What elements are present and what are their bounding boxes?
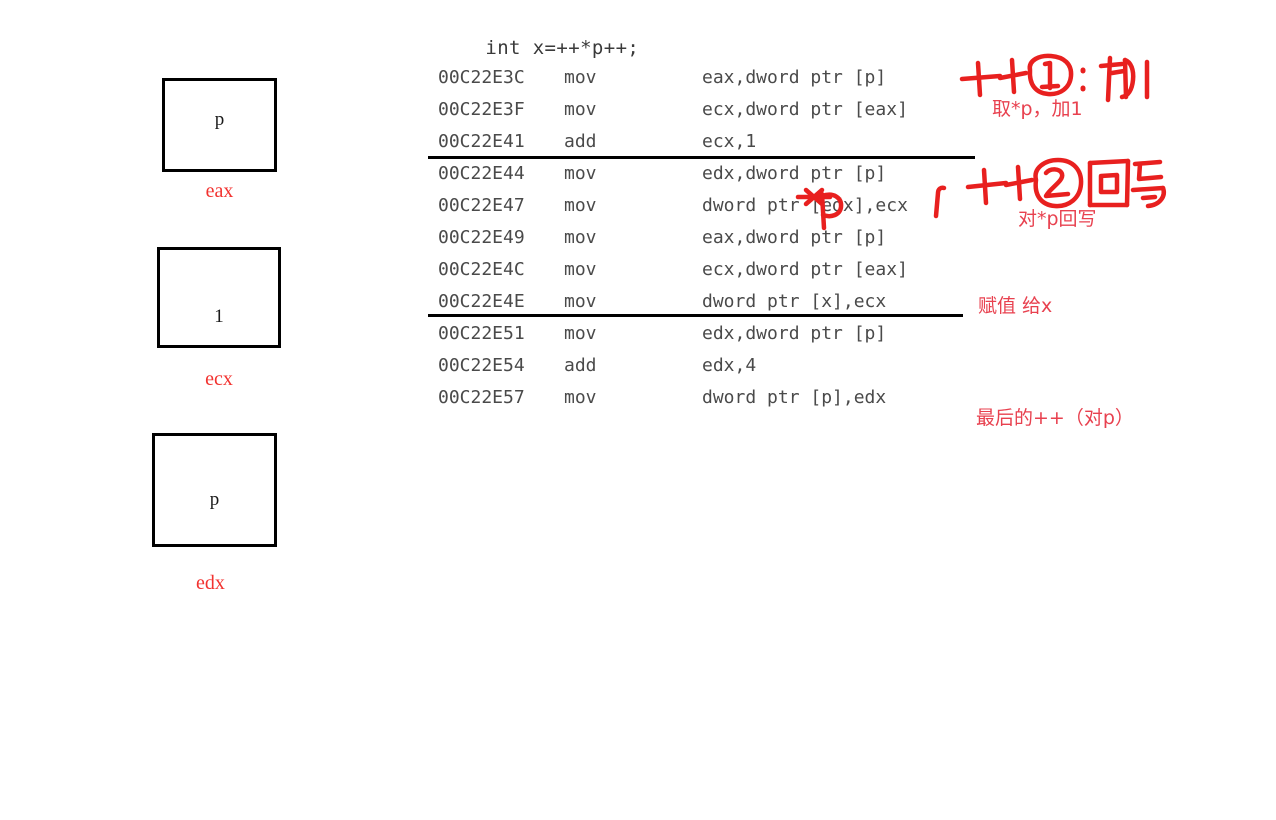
- instruction-operands: edx,4: [702, 355, 757, 376]
- instruction-mnemonic: mov: [564, 163, 597, 184]
- ink-circled-two-2: [1033, 157, 1084, 209]
- register-value-ecx: 1: [214, 306, 224, 327]
- assembly-row: 00C22E4C mov ecx,dword ptr [eax]: [438, 254, 978, 286]
- ink-xie-2: [1130, 159, 1166, 209]
- instruction-mnemonic: add: [564, 355, 597, 376]
- instruction-address: 00C22E41: [438, 131, 525, 152]
- instruction-mnemonic: mov: [564, 323, 597, 344]
- instruction-operands: dword ptr [x],ecx: [702, 291, 887, 312]
- instruction-operands: eax,dword ptr [p]: [702, 67, 887, 88]
- instruction-operands: eax,dword ptr [p]: [702, 227, 887, 248]
- instruction-address: 00C22E3F: [438, 99, 525, 120]
- source-code-line: int x=++*p++;: [438, 37, 640, 59]
- register-value-edx: p: [209, 489, 220, 510]
- instruction-address: 00C22E51: [438, 323, 525, 344]
- instruction-operands: dword ptr [p],edx: [702, 387, 887, 408]
- instruction-address: 00C22E54: [438, 355, 525, 376]
- instruction-operands: edx,dword ptr [p]: [702, 163, 887, 184]
- group-separator-1: [428, 156, 975, 159]
- instruction-mnemonic: mov: [564, 291, 597, 312]
- instruction-operands: edx,dword ptr [p]: [702, 323, 887, 344]
- instruction-mnemonic: mov: [564, 227, 597, 248]
- instruction-mnemonic: mov: [564, 67, 597, 88]
- instruction-operands: ecx,dword ptr [eax]: [702, 259, 908, 280]
- instruction-mnemonic: mov: [564, 195, 597, 216]
- assembly-listing: 00C22E3C mov eax,dword ptr [p] 00C22E3F …: [438, 62, 978, 414]
- instruction-operands: ecx,dword ptr [eax]: [702, 99, 908, 120]
- assembly-row: 00C22E54 add edx,4: [438, 350, 978, 382]
- annotation-group3: 赋值 给x: [978, 295, 1053, 317]
- instruction-address: 00C22E4C: [438, 259, 525, 280]
- annotation-group4: 最后的++（对p）: [976, 407, 1134, 429]
- assembly-row: 00C22E4E mov dword ptr [x],ecx: [438, 286, 978, 318]
- instruction-address: 00C22E57: [438, 387, 525, 408]
- instruction-address: 00C22E4E: [438, 291, 525, 312]
- register-label-edx: edx: [196, 572, 225, 594]
- assembly-row: 00C22E3C mov eax,dword ptr [p]: [438, 62, 978, 94]
- instruction-address: 00C22E44: [438, 163, 525, 184]
- instruction-operands: dword ptr [edx],ecx: [702, 195, 908, 216]
- instruction-operands: ecx,1: [702, 131, 757, 152]
- instruction-mnemonic: add: [564, 131, 597, 152]
- assembly-row: 00C22E41 add ecx,1: [438, 126, 978, 158]
- group-separator-2: [428, 314, 963, 317]
- annotation-group2: 对*p回写: [1018, 208, 1097, 230]
- instruction-mnemonic: mov: [564, 99, 597, 120]
- ink-circled-one-1: [1027, 53, 1074, 97]
- register-value-eax: p: [214, 109, 225, 130]
- register-label-eax: eax: [205, 180, 234, 202]
- ink-jia-yi-1: [1098, 55, 1150, 103]
- instruction-mnemonic: mov: [564, 259, 597, 280]
- register-box-ecx: [157, 247, 281, 348]
- instruction-address: 00C22E47: [438, 195, 525, 216]
- assembly-row: 00C22E3F mov ecx,dword ptr [eax]: [438, 94, 978, 126]
- register-label-ecx: ecx: [205, 368, 233, 390]
- annotation-group1: 取*p，加1: [992, 98, 1083, 120]
- instruction-address: 00C22E49: [438, 227, 525, 248]
- assembly-row: 00C22E49 mov eax,dword ptr [p]: [438, 222, 978, 254]
- assembly-row: 00C22E51 mov edx,dword ptr [p]: [438, 318, 978, 350]
- instruction-mnemonic: mov: [564, 387, 597, 408]
- assembly-row: 00C22E44 mov edx,dword ptr [p]: [438, 158, 978, 190]
- register-box-eax: [162, 78, 277, 172]
- assembly-row: 00C22E47 mov dword ptr [edx],ecx: [438, 190, 978, 222]
- register-box-edx: [152, 433, 277, 547]
- ink-hui-2: [1087, 158, 1131, 208]
- instruction-address: 00C22E3C: [438, 67, 525, 88]
- assembly-row: 00C22E57 mov dword ptr [p],edx: [438, 382, 978, 414]
